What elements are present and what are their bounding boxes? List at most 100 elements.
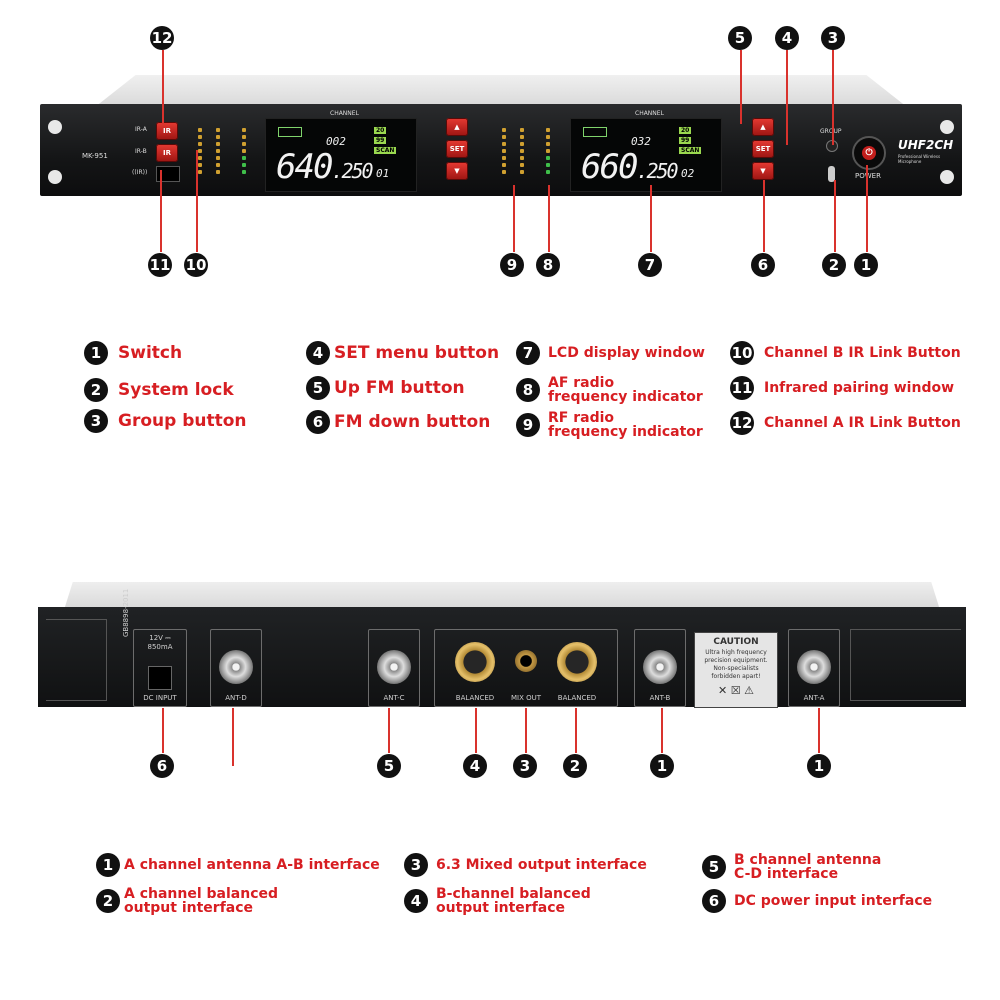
callout-8: 8 <box>536 253 560 277</box>
dc-input-box: 12V ⎓ 850mA DC INPUT <box>133 629 187 707</box>
callout-3: 3 <box>513 754 537 778</box>
callout-2: 2 <box>822 253 846 277</box>
callout-line <box>650 185 652 252</box>
callout-line <box>475 708 477 753</box>
callout-line <box>525 708 527 753</box>
lcd-vol-b: 20 <box>679 127 692 134</box>
brand-sub: Professional Wireless Microphone <box>898 154 941 164</box>
callout-line <box>832 50 834 145</box>
callout-9: 9 <box>500 253 524 277</box>
rack-hole <box>48 170 62 184</box>
b-channel-balanced-output[interactable] <box>455 642 495 682</box>
callout-line <box>162 50 164 124</box>
channel-b-ir-link-button[interactable]: IR <box>156 144 178 162</box>
callout-11: 11 <box>148 253 172 277</box>
callout-line <box>196 150 198 252</box>
af-meter-b2 <box>546 128 550 177</box>
af-meter-a2 <box>242 128 246 177</box>
rack-hole <box>940 120 954 134</box>
callout-line <box>232 708 234 766</box>
ant-c-connector[interactable] <box>377 650 411 684</box>
callout-line <box>740 50 742 124</box>
af-meter-a <box>216 128 220 177</box>
callout-1: 1 <box>854 253 878 277</box>
lcd-ch-b: 032 <box>631 135 651 148</box>
callout-3: 3 <box>821 26 845 50</box>
group-label: GROUP <box>820 128 842 135</box>
callout-4: 4 <box>775 26 799 50</box>
rf-meter-a <box>198 128 202 177</box>
lcd-display-window-a: 002 640.250 20 99 SCAN 01 <box>265 118 417 192</box>
ant-d-connector[interactable] <box>219 650 253 684</box>
ant-c-box: ANT-C <box>368 629 420 707</box>
callout-line <box>661 708 663 753</box>
ant-d-box: ANT-D <box>210 629 262 707</box>
callout-6: 6 <box>150 754 174 778</box>
channel-a-ir-link-button[interactable]: IR <box>156 122 178 140</box>
battery-icon <box>583 127 607 137</box>
lcd-scan-a: SCAN <box>374 147 397 154</box>
callout-line <box>162 708 164 753</box>
callout-line <box>513 185 515 252</box>
panel-frame <box>46 619 107 701</box>
power-switch[interactable]: ⏻ <box>852 136 886 170</box>
callout-line <box>575 708 577 753</box>
channel-label-b: CHANNEL <box>635 110 664 117</box>
callout-1: 1 <box>807 754 831 778</box>
af-meter-b <box>520 128 524 177</box>
callout-2: 2 <box>563 754 587 778</box>
lcd-freq-b: 660.250 <box>581 147 679 187</box>
brand-logo: UHF2CH <box>898 138 954 152</box>
down-fm-button-b[interactable]: ▼ <box>752 162 774 180</box>
lcd-ch-a: 002 <box>326 135 346 148</box>
callout-5: 5 <box>377 754 401 778</box>
cert-label: GB8898-2011 <box>122 588 130 637</box>
callout-line <box>388 708 390 753</box>
rack-hole <box>48 120 62 134</box>
front-panel: MK-951 IR-A IR-B ((IR)) IR IR CHANNEL 00… <box>40 104 962 196</box>
dc-power-jack[interactable] <box>148 666 172 690</box>
infrared-pairing-window <box>156 166 180 182</box>
callout-6: 6 <box>751 253 775 277</box>
callout-5: 5 <box>728 26 752 50</box>
lcd-sq-b: 99 <box>679 137 692 144</box>
up-fm-button-b[interactable]: ▲ <box>752 118 774 136</box>
callout-7: 7 <box>638 253 662 277</box>
system-lock-switch[interactable] <box>828 166 835 182</box>
a-channel-balanced-output[interactable] <box>557 642 597 682</box>
rack-hole <box>940 170 954 184</box>
down-fm-button-a[interactable]: ▼ <box>446 162 468 180</box>
callout-10: 10 <box>184 253 208 277</box>
lcd-display-window-b: 032 660.250 20 99 SCAN 02 <box>570 118 722 192</box>
panel-frame <box>850 629 961 701</box>
mix-out-jack[interactable] <box>515 650 537 672</box>
ant-b-box: ANT-B <box>634 629 686 707</box>
audio-output-box: BALANCED MIX OUT BALANCED <box>434 629 618 707</box>
callout-line <box>763 180 765 252</box>
ant-a-connector[interactable] <box>797 650 831 684</box>
set-menu-button-b[interactable]: SET <box>752 140 774 158</box>
up-fm-button-a[interactable]: ▲ <box>446 118 468 136</box>
callout-line <box>160 170 162 252</box>
lcd-group-a: 01 <box>376 167 390 180</box>
ant-a-box: ANT-A <box>788 629 840 707</box>
ant-b-connector[interactable] <box>643 650 677 684</box>
back-chassis-top <box>64 582 940 610</box>
rf-meter-b <box>502 128 506 177</box>
caution-label: CAUTION Ultra high frequency precision e… <box>694 632 778 708</box>
model-label: MK-951 <box>82 152 108 160</box>
battery-icon <box>278 127 302 137</box>
front-chassis-top <box>95 75 907 107</box>
set-button-a[interactable]: SET <box>446 140 468 158</box>
